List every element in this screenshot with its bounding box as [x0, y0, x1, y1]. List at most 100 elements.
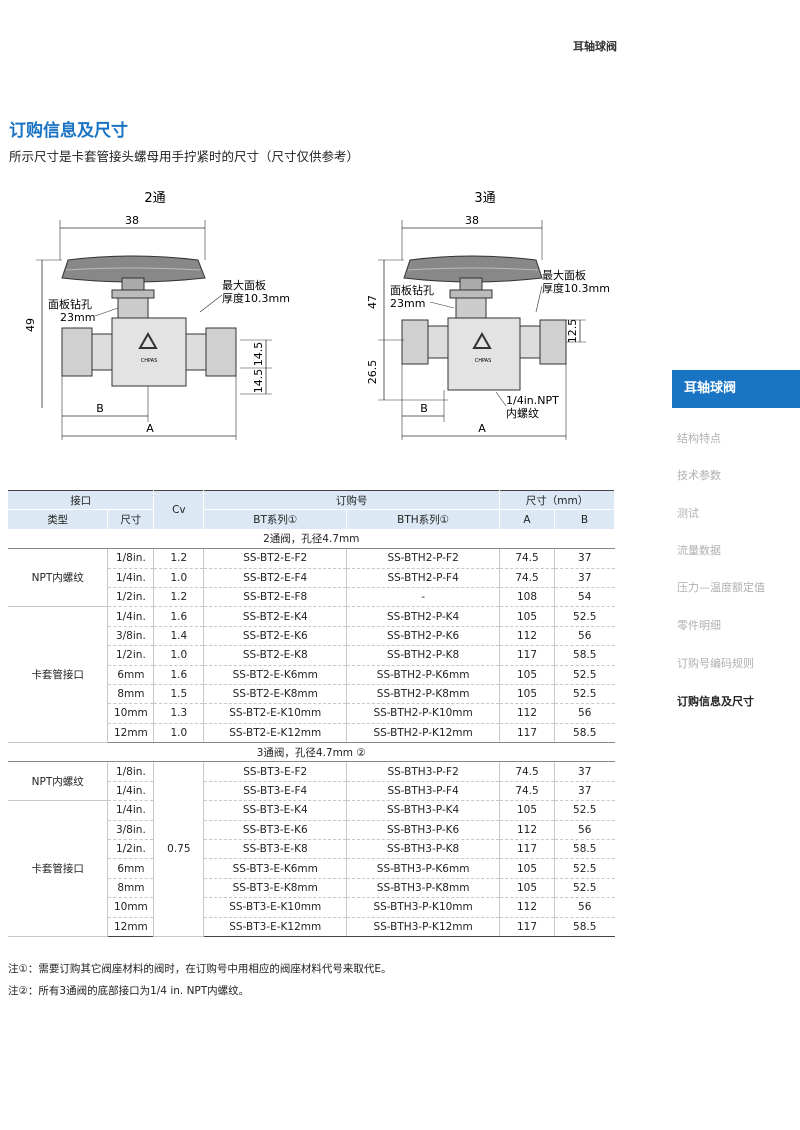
panel-thick-3-l1: 最大面板 — [542, 268, 586, 282]
th-cv: Cv — [153, 490, 205, 530]
cell-size: 10mm — [107, 897, 155, 918]
cell-b: 58.5 — [554, 723, 615, 744]
side-nav-item-pressure[interactable]: 压力—温度额定值 — [677, 581, 765, 594]
cell-size: 6mm — [107, 665, 155, 685]
cell-cv: 1.3 — [153, 703, 205, 724]
cell-cv-merged: 0.75 — [153, 761, 205, 937]
cell-bt: SS-BT2-E-K8mm — [203, 684, 348, 705]
panel-hole-l1: 面板钻孔 — [48, 297, 92, 311]
dim-14-5-a: 14.5 — [252, 342, 265, 367]
cell-size: 3/8in. — [107, 820, 155, 841]
th-dim: 尺寸（mm） — [499, 489, 615, 511]
npt-label-l1: 1/4in.NPT — [506, 394, 559, 407]
cell-a: 117 — [499, 645, 555, 666]
cell-cv: 1.4 — [153, 626, 205, 647]
cell-b: 56 — [554, 703, 615, 724]
cell-bth: SS-BTH2-P-K12mm — [346, 723, 501, 744]
th-type: 类型 — [8, 509, 109, 530]
cell-size: 6mm — [107, 858, 155, 879]
cell-a: 105 — [499, 684, 555, 705]
cell-b: 52.5 — [554, 800, 615, 821]
cell-b: 58.5 — [554, 917, 615, 937]
cell-bt: SS-BT3-E-K8 — [203, 839, 348, 860]
cell-size: 1/4in. — [107, 781, 155, 802]
panel-thick-l2: 厚度10.3mm — [222, 291, 290, 305]
cell-size: 3/8in. — [107, 626, 155, 647]
side-nav-item-tech[interactable]: 技术参数 — [677, 469, 721, 482]
cell-bth: SS-BTH2-P-F2 — [346, 548, 501, 569]
cell-a: 117 — [499, 839, 555, 860]
cell-bt: SS-BT3-E-F2 — [203, 761, 348, 782]
cell-a: 105 — [499, 878, 555, 899]
group-row-3way: 3通阀，孔径4.7mm ② — [8, 742, 615, 763]
th-a: A — [499, 509, 555, 530]
diagram-3way: 3通 38 CHPAS 47 26.5 面板钻孔 23mm 最大面板 厚度10.… — [340, 180, 620, 444]
cell-bth: SS-BTH3-P-F2 — [346, 761, 501, 782]
side-nav-item-flow[interactable]: 流量数据 — [677, 544, 721, 557]
cell-cv: 1.0 — [153, 568, 205, 588]
cell-cv: 1.6 — [153, 606, 205, 627]
cell-a: 108 — [499, 587, 555, 608]
cell-size: 1/2in. — [107, 645, 155, 666]
side-nav-item-parts[interactable]: 零件明细 — [677, 619, 721, 632]
cell-a: 74.5 — [499, 548, 555, 569]
cell-bt: SS-BT2-E-F4 — [203, 568, 348, 588]
dim-a-3: A — [478, 422, 486, 435]
cell-b: 52.5 — [554, 878, 615, 899]
section-subtitle: 所示尺寸是卡套管接头螺母用手拧紧时的尺寸（尺寸仅供参考） — [9, 149, 360, 164]
cell-bt: SS-BT2-E-K10mm — [203, 703, 348, 724]
port-type-tube: 卡套管接口 — [8, 606, 109, 744]
cell-bt: SS-BT2-E-F8 — [203, 587, 348, 608]
cell-size: 1/2in. — [107, 839, 155, 860]
side-nav-item-ordering[interactable]: 订购信息及尺寸 — [677, 695, 754, 708]
dim-b-2: B — [96, 402, 104, 415]
cell-bth: SS-BTH2-P-K8 — [346, 645, 501, 666]
cell-bt: SS-BT2-E-K6mm — [203, 665, 348, 685]
cell-b: 58.5 — [554, 645, 615, 666]
cell-a: 112 — [499, 897, 555, 918]
cell-bt: SS-BT3-E-K12mm — [203, 917, 348, 937]
note-1: 注①：需要订购其它阀座材料的阀时，在订购号中用相应的阀座材料代号来取代E。 — [8, 963, 392, 975]
cell-size: 10mm — [107, 703, 155, 724]
cell-bth: SS-BTH2-P-K6mm — [346, 665, 501, 685]
cell-bt: SS-BT3-E-F4 — [203, 781, 348, 802]
port-type-npt: NPT内螺纹 — [8, 548, 109, 608]
cell-bth: SS-BTH2-P-K6 — [346, 626, 501, 647]
cell-bt: SS-BT2-E-K4 — [203, 606, 348, 627]
cell-b: 37 — [554, 761, 615, 782]
cell-a: 74.5 — [499, 761, 555, 782]
side-nav-item-structure[interactable]: 结构特点 — [677, 432, 721, 445]
cell-b: 56 — [554, 820, 615, 841]
cell-b: 56 — [554, 897, 615, 918]
cell-bt: SS-BT3-E-K6mm — [203, 858, 348, 879]
cell-size: 1/2in. — [107, 587, 155, 608]
side-nav-item-test[interactable]: 测试 — [677, 507, 699, 520]
cell-size: 1/4in. — [107, 606, 155, 627]
cell-a: 112 — [499, 703, 555, 724]
port-type-tube: 卡套管接口 — [8, 800, 109, 937]
cell-b: 52.5 — [554, 606, 615, 627]
diagram-3way-svg: 3通 38 CHPAS 47 26.5 面板钻孔 23mm 最大面板 厚度10.… — [366, 191, 610, 440]
side-nav-active[interactable]: 耳轴球阀 — [672, 370, 800, 408]
panel-hole-l2: 23mm — [60, 311, 95, 324]
npt-label-l2: 内螺纹 — [506, 406, 539, 420]
cell-size: 8mm — [107, 684, 155, 705]
section-title: 订购信息及尺寸 — [9, 121, 128, 141]
diagram-2way-svg: 2通 38 CHPAS 49 面板钻孔 23mm 最大面板 厚度10.3mm 1… — [24, 191, 290, 440]
dim-14-5-b: 14.5 — [252, 369, 265, 394]
panel-hole-3-l1: 面板钻孔 — [390, 283, 434, 297]
cell-a: 105 — [499, 800, 555, 821]
cell-bt: SS-BT3-E-K4 — [203, 800, 348, 821]
cell-size: 12mm — [107, 917, 155, 937]
side-nav-item-coding[interactable]: 订购号编码规则 — [677, 657, 754, 670]
cell-cv: 1.2 — [153, 587, 205, 608]
cell-bt: SS-BT2-E-K6 — [203, 626, 348, 647]
